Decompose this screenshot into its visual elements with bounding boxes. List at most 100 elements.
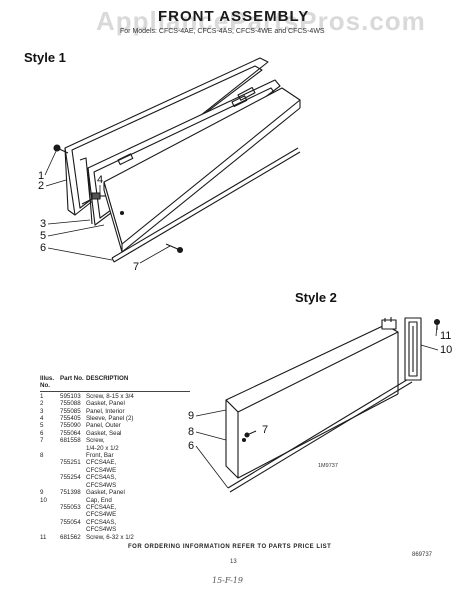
- row-illus: 2: [40, 400, 44, 408]
- header-rule: [40, 390, 190, 392]
- callout-2: 2: [38, 180, 45, 192]
- row-part: [60, 452, 86, 459]
- bracket-top: [381, 317, 397, 330]
- seal-gasket-2: [227, 377, 413, 493]
- header-part: Part No.: [60, 375, 84, 382]
- callout-6: 6: [40, 242, 47, 254]
- row-part: 755085: [60, 407, 81, 415]
- row-description: Front, Bar: [86, 452, 114, 460]
- row-part: [60, 445, 86, 452]
- row-description: Gasket, Panel: [86, 400, 125, 408]
- row-part: 595103: [60, 392, 81, 400]
- row-part: 755254: [60, 474, 81, 482]
- screw-7: [165, 243, 184, 254]
- figure-ref: 1M9737: [318, 463, 338, 469]
- callout-10: 10: [440, 344, 453, 356]
- row-part: 755053: [60, 503, 81, 511]
- callout-1: 1: [38, 170, 45, 182]
- row-description: Screw,: [86, 437, 105, 445]
- row-part: 755090: [60, 422, 81, 430]
- table-row: CFCS4WS: [40, 482, 190, 489]
- row-description: Sleeve, Panel (2): [86, 415, 134, 423]
- row-description: Screw, 8-15 x 3/4: [86, 392, 134, 400]
- row-illus: [40, 474, 60, 481]
- table-row: 5 755090 Panel, Outer: [40, 422, 190, 429]
- row-illus: [40, 459, 60, 466]
- table-row: 6 755064 Gasket, Seal: [40, 430, 190, 437]
- sleeve-4: [91, 192, 106, 200]
- row-illus: [40, 504, 60, 511]
- table-row: 9 751398 Gasket, Panel: [40, 489, 190, 496]
- row-illus: 5: [40, 422, 44, 430]
- row-description: Gasket, Panel: [86, 489, 125, 497]
- row-part: 681562: [60, 533, 81, 541]
- row-part: [60, 467, 86, 474]
- row-description: 1/4-20 x 1/2: [86, 444, 119, 452]
- row-part: [60, 482, 86, 489]
- table-row: 10 Cap, End: [40, 497, 190, 504]
- row-illus: 9: [40, 489, 44, 497]
- row-description: Cap, End: [86, 496, 112, 504]
- row-illus: [40, 482, 60, 489]
- row-description: Gasket, Seal: [86, 429, 122, 437]
- table-row: 755053 CFCS4AE,: [40, 504, 190, 511]
- row-description: Panel, Outer: [86, 422, 121, 430]
- table-row: 4 755405 Sleeve, Panel (2): [40, 415, 190, 422]
- row-illus: 4: [40, 415, 44, 423]
- row-illus: [40, 445, 60, 452]
- row-description: CFCS4WE: [86, 511, 117, 519]
- row-illus: 6: [40, 429, 44, 437]
- page-title: FRONT ASSEMBLY: [158, 8, 310, 25]
- callout-9: 9: [188, 410, 195, 422]
- parts-header: Illus. No. Part No. DESCRIPTION: [40, 375, 190, 390]
- row-part: 751398: [60, 489, 81, 497]
- row-part: 755054: [60, 518, 81, 526]
- seal-gasket: [111, 147, 301, 263]
- row-part: 755405: [60, 415, 81, 423]
- screw-7-style2: [244, 430, 257, 438]
- row-description: CFCS4AE,: [86, 459, 117, 467]
- callout-7: 7: [133, 261, 140, 273]
- row-part: [60, 526, 86, 533]
- models-subtitle: For Models: CFCS-4AE, CFCS-4AS, CFCS-4WE…: [120, 28, 325, 35]
- row-description: Screw, 6-32 x 1/2: [86, 533, 134, 541]
- table-row: 1/4-20 x 1/2: [40, 445, 190, 452]
- table-row: 755054 CFCS4AS,: [40, 519, 190, 526]
- row-description: CFCS4AS,: [86, 518, 117, 526]
- row-description: CFCS4WS: [86, 481, 117, 489]
- row-part: [60, 497, 86, 504]
- row-illus: 11: [40, 533, 47, 541]
- callout-7-style2: 7: [262, 424, 269, 436]
- row-illus: [40, 519, 60, 526]
- screw-1: [53, 144, 69, 154]
- header-illus: Illus. No.: [40, 375, 55, 390]
- table-row: 755251 CFCS4AE,: [40, 459, 190, 466]
- row-illus: 8: [40, 452, 44, 460]
- row-part: 755064: [60, 429, 81, 437]
- callout-8: 8: [188, 426, 195, 438]
- row-illus: 10: [40, 496, 47, 504]
- callout-11: 11: [440, 330, 452, 342]
- row-illus: [40, 467, 60, 474]
- front-bar: [225, 324, 399, 479]
- table-row: CFCS4WE: [40, 467, 190, 474]
- ordering-note: FOR ORDERING INFORMATION REFER TO PARTS …: [128, 544, 332, 550]
- handwritten-note: 15-F-19: [212, 576, 243, 585]
- row-illus: 7: [40, 437, 44, 445]
- row-illus: 3: [40, 407, 44, 415]
- row-description: CFCS4WE: [86, 466, 117, 474]
- style-2-label: Style 2: [295, 290, 337, 305]
- row-description: CFCS4AE,: [86, 503, 117, 511]
- style-1-label: Style 1: [24, 50, 66, 65]
- row-part: 755251: [60, 459, 81, 467]
- callout-3: 3: [40, 218, 47, 230]
- table-row: CFCS4WE: [40, 511, 190, 518]
- callout-5: 5: [40, 230, 47, 242]
- row-part: [60, 511, 86, 518]
